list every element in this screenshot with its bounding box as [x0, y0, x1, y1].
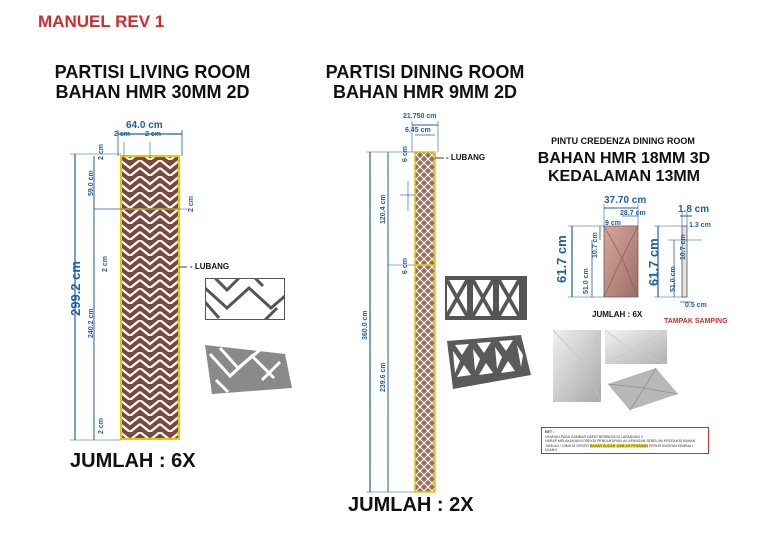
dining-pattern-preview-perspective — [447, 335, 531, 389]
credenza-preview-tall — [553, 330, 601, 402]
dining-small-a: 6 cm — [402, 146, 409, 162]
note-line3a: JUMLAH * DIMA DI ORDER — [545, 443, 590, 448]
living-segment-top: 59.0 cm — [88, 170, 95, 196]
note-line1: UKURAN PADA GAMBAR DAPAT BERBEDA DI LAPA… — [545, 434, 643, 439]
credenza-depth-dim: 1.8 cm — [678, 204, 710, 215]
living-count: JUMLAH : 6X — [70, 450, 196, 472]
credenza-side-bottom: 0.5 cm — [685, 302, 707, 309]
living-width-dim: 64.0 cm — [126, 120, 163, 131]
living-gap-right: 2 cm — [145, 131, 161, 138]
credenza-side-drawing — [654, 212, 702, 303]
credenza-front-drawing — [568, 204, 639, 298]
dining-title-line1: PARTISI DINING ROOM — [325, 62, 525, 82]
note-title: KET : — [545, 430, 555, 434]
living-bottom-gap: 2 cm — [98, 418, 105, 434]
living-title-line2: BAHAN HMR 30MM 2D — [55, 82, 250, 102]
credenza-inner-h2: 10.7 cm — [592, 232, 599, 258]
credenza-title-line3: KEDALAMAN 13MM — [548, 168, 700, 185]
dining-title: PARTISI DINING ROOM BAHAN HMR 9MM 2D — [300, 62, 550, 102]
note-line3: JUMLAH * DIMA DI ORDER BAHAN SUDAH JUMLA… — [545, 443, 705, 453]
credenza-preview-wide — [605, 330, 667, 364]
living-top-gap: 2 cm — [98, 144, 105, 160]
credenza-side-inner: 51.0 cm — [670, 266, 677, 292]
dining-height-total: 360.0 cm — [362, 310, 369, 340]
living-pattern-preview-perspective — [205, 345, 292, 394]
credenza-width-dim: 37.70 cm — [604, 195, 647, 206]
living-segment-bottom: 240.2 cm — [88, 308, 95, 338]
credenza-preview-perspective — [607, 367, 679, 412]
credenza-height-dim: 61.7 cm — [554, 235, 569, 283]
note-line3c: PERHITUNGKAN KEMBALI ULANG — [545, 443, 693, 453]
revision-label: MANUEL REV 1 — [38, 12, 165, 31]
dining-title-line2: BAHAN HMR 9MM 2D — [333, 82, 517, 102]
credenza-sub-b: 9 cm — [605, 220, 621, 227]
dining-segment-top: 120.4 cm — [380, 194, 387, 224]
note-line3b: BAHAN SUDAH JUMLAH PESANAN — [589, 443, 648, 448]
credenza-title-line1: PINTU CREDENZA DINING ROOM — [551, 136, 695, 146]
living-partition-drawing — [70, 130, 190, 441]
living-title: PARTISI LIVING ROOM BAHAN HMR 30MM 2D — [30, 62, 275, 102]
credenza-side-height: 61.7 cm — [646, 238, 661, 286]
living-gap-left: 2 cm — [114, 131, 130, 138]
credenza-side-small: 10.7 cm — [680, 234, 687, 260]
living-pattern-preview-flat — [205, 278, 285, 320]
credenza-inner-h1: 51.0 cm — [583, 268, 590, 294]
note-box: KET : UKURAN PADA GAMBAR DAPAT BERBEDA D… — [541, 427, 709, 454]
living-lubang-text: LUBANG — [194, 262, 230, 271]
living-lubang-label: - LUBANG — [190, 262, 230, 271]
living-partition-panel — [120, 155, 180, 440]
dining-count: JUMLAH : 2X — [348, 494, 474, 516]
dining-lubang-text: LUBANG — [450, 153, 486, 162]
dining-partition-drawing — [366, 121, 444, 493]
living-height-total: 299.2 cm — [68, 261, 83, 316]
credenza-side-top: 1.3 cm — [689, 222, 711, 229]
living-side-small: 2 cm — [188, 196, 195, 212]
living-title-line1: PARTISI LIVING ROOM — [54, 62, 251, 82]
credenza-count: JUMLAH : 6X — [592, 310, 643, 319]
living-inner-small: 2 cm — [102, 256, 109, 272]
dining-lubang-label: - LUBANG — [446, 153, 486, 162]
dining-small-b: 6 cm — [402, 258, 409, 274]
dining-pattern-preview-flat — [445, 276, 527, 320]
dining-partition-panel — [414, 151, 436, 493]
dining-segment-bottom: 239.6 cm — [380, 362, 387, 392]
credenza-sub-a: 28.7 cm — [620, 210, 646, 217]
credenza-side-panel — [681, 225, 688, 298]
dining-inner-width: 6.45 cm — [405, 127, 431, 134]
note-line2: HARAP MELAKUKAN KOREKSI PENGUKURAN di LA… — [545, 439, 696, 443]
credenza-side-label: TAMPAK SAMPING — [664, 318, 728, 325]
credenza-title: BAHAN HMR 18MM 3D KEDALAMAN 13MM — [520, 150, 728, 186]
dining-width-dim: 21.750 cm — [403, 113, 437, 120]
credenza-title-line2: BAHAN HMR 18MM 3D — [537, 150, 711, 167]
